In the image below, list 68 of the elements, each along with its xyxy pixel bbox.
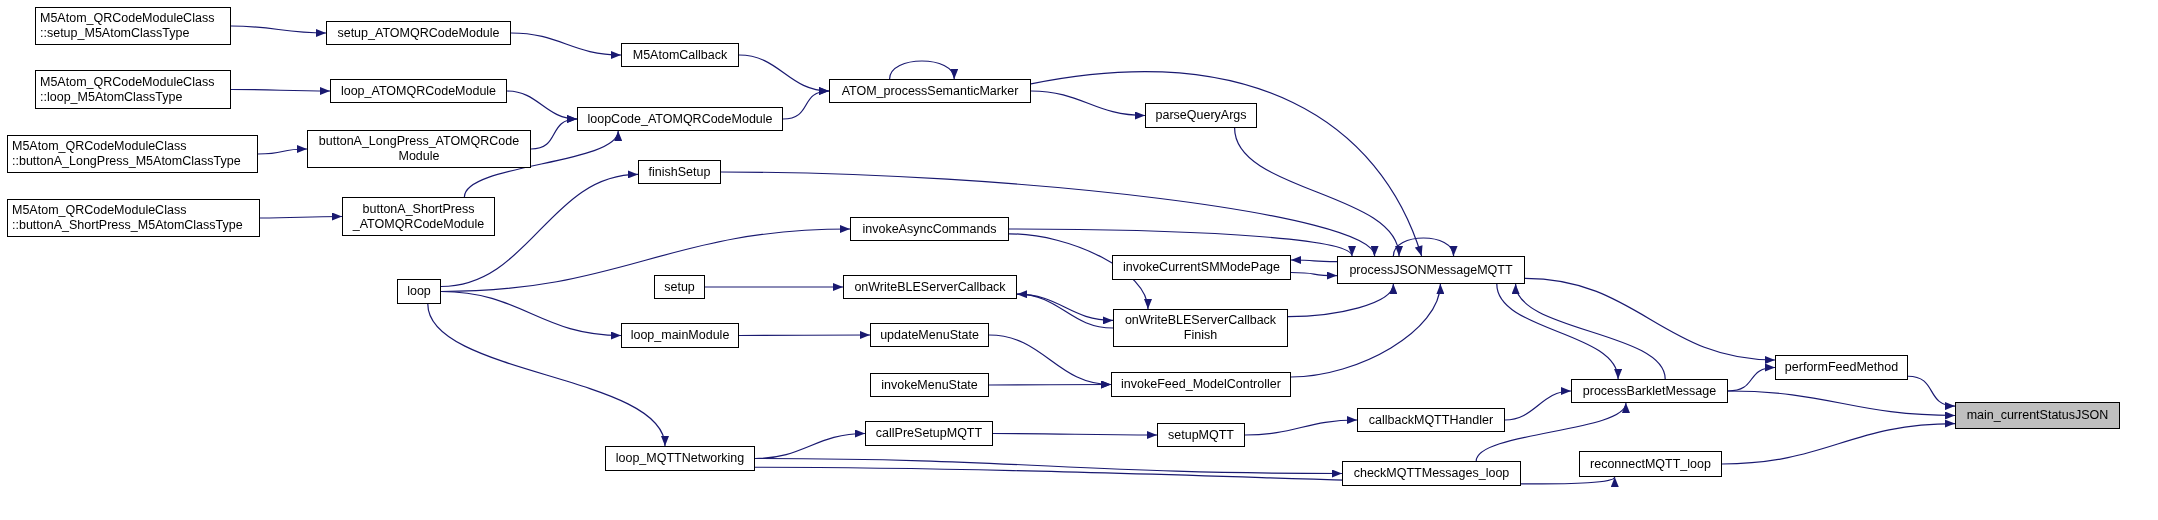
- arrow: [889, 60, 956, 80]
- arrow: [1290, 283, 1443, 378]
- function-box: loop: [397, 279, 441, 304]
- arrow: [1287, 283, 1395, 318]
- arrow: [1234, 127, 1401, 257]
- arrow: [988, 380, 1112, 389]
- function-box: setup: [654, 275, 705, 299]
- arrow: [1244, 416, 1358, 436]
- function-box: processJSONMessageMQTT: [1337, 256, 1525, 284]
- arrow: [738, 331, 871, 339]
- function-box: setupMQTT: [1157, 423, 1245, 447]
- function-box: M5Atom_QRCodeModuleClass ::loop_M5AtomClassType: [35, 70, 231, 109]
- function-box: buttonA_LongPress_ATOMQRCode Module: [307, 130, 531, 168]
- function-box: onWriteBLEServerCallback: [843, 275, 1017, 299]
- function-box: invokeAsyncCommands: [850, 217, 1009, 241]
- arrow: [1721, 419, 1956, 465]
- arrow: [1290, 256, 1338, 265]
- function-box: invokeCurrentSMModePage: [1112, 255, 1291, 280]
- arrow: [1475, 402, 1627, 462]
- function-box: finishSetup: [638, 160, 721, 184]
- arrow: [230, 86, 331, 95]
- function-box: M5Atom_QRCodeModuleClass ::setup_M5AtomClassType: [35, 7, 231, 45]
- function-box: onWriteBLEServerCallback Finish: [1113, 309, 1288, 347]
- arrow: [427, 303, 667, 447]
- function-box: M5Atom_QRCodeModuleClass ::buttonA_ShortPress_M5AtomClassType: [7, 199, 260, 237]
- arrow: [1504, 387, 1572, 421]
- function-box: invokeFeed_ModelController: [1111, 372, 1291, 397]
- arrow: [530, 115, 578, 150]
- arrow: [510, 32, 622, 59]
- function-box: setup_ATOMQRCodeModule: [326, 21, 511, 45]
- arrow: [1727, 390, 1956, 420]
- function-box: updateMenuState: [870, 323, 989, 347]
- arrow: [257, 145, 308, 155]
- function-box: loop_mainModule: [621, 323, 739, 348]
- function-box: M5AtomCallback: [621, 43, 739, 67]
- function-box: buttonA_ShortPress _ATOMQRCodeModule: [342, 197, 495, 236]
- function-box: loopCode_ATOMQRCodeModule: [577, 107, 783, 131]
- function-box: reconnectMQTT_loop: [1579, 451, 1722, 477]
- arrow: [720, 171, 1376, 257]
- function-box: main_currentStatusJSON: [1955, 402, 2120, 429]
- arrow: [1008, 228, 1353, 257]
- function-box: callPreSetupMQTT: [865, 421, 993, 446]
- arrow: [463, 130, 619, 198]
- function-box: checkMQTTMessages_loop: [1342, 461, 1521, 486]
- arrow: [992, 431, 1158, 439]
- arrow: [1514, 283, 1666, 380]
- function-box: loop_MQTTNetworking: [605, 446, 755, 471]
- function-box: invokeMenuState: [870, 373, 989, 397]
- function-box: parseQueryArgs: [1145, 103, 1257, 128]
- arrow: [440, 290, 622, 340]
- function-box: ATOM_processSemanticMarker: [829, 79, 1031, 103]
- arrow: [1524, 277, 1776, 364]
- arrow: [1030, 90, 1146, 120]
- function-box: processBarkletMessage: [1571, 379, 1728, 403]
- arrow: [1290, 271, 1338, 280]
- arrow: [704, 283, 844, 291]
- arrow: [1496, 283, 1620, 380]
- function-box: callbackMQTTHandler: [1357, 408, 1505, 432]
- arrow: [1392, 237, 1456, 257]
- arrow: [1030, 71, 1423, 257]
- function-box: loop_ATOMQRCodeModule: [330, 79, 507, 103]
- arrow: [259, 212, 343, 221]
- function-box: M5Atom_QRCodeModuleClass ::buttonA_LongPress_M5AtomClassType: [7, 135, 258, 173]
- arrow: [440, 171, 639, 288]
- function-box: performFeedMethod: [1775, 355, 1908, 380]
- arrow: [1907, 375, 1956, 410]
- arrow: [230, 25, 327, 37]
- arrow: [782, 87, 830, 120]
